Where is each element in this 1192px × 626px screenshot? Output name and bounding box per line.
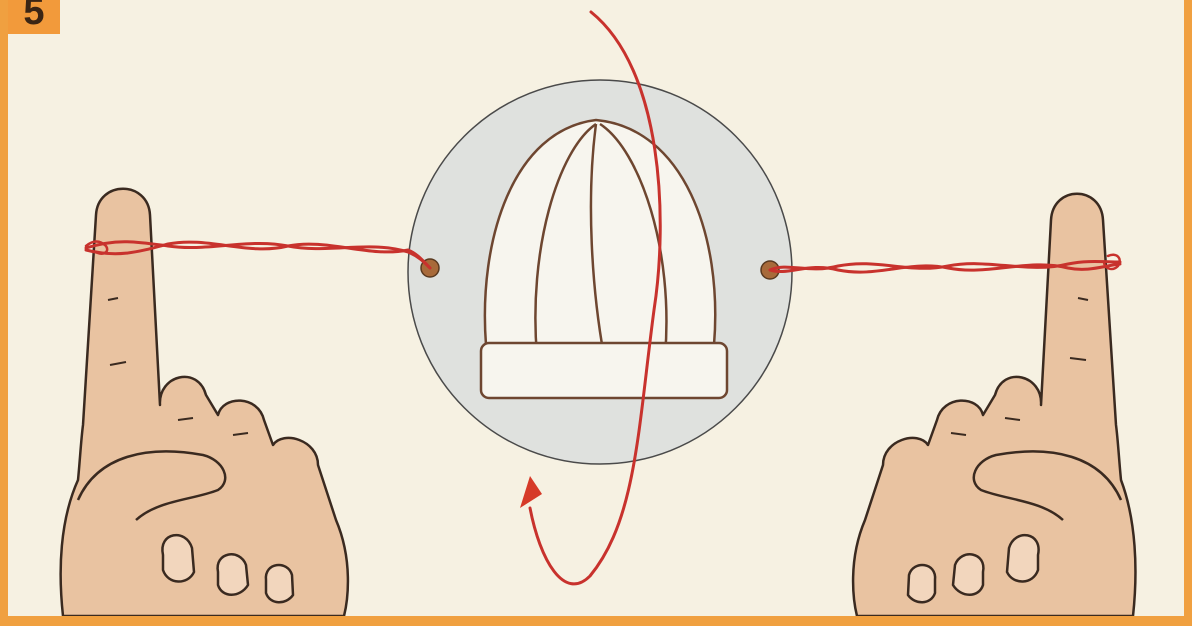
thaumatrope-illustration: [8, 0, 1184, 616]
rotation-arrowhead: [520, 476, 542, 508]
step-number-badge: 5: [8, 0, 60, 34]
right-hand: [853, 194, 1135, 616]
